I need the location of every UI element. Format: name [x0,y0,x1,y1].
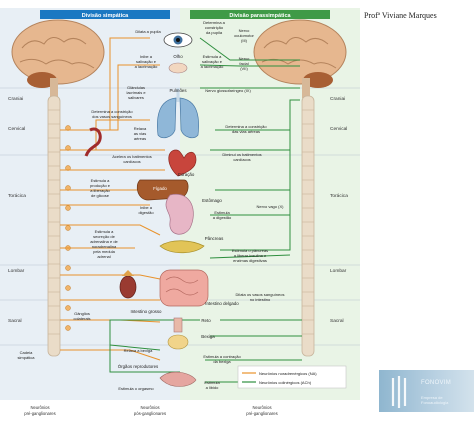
effect-line: enzimas digestivas [233,258,267,263]
effect-line: no intestino [250,297,271,302]
region-label: Lombar [8,268,25,274]
bottom-label: Neurônios [30,405,49,410]
region-label: Sacral [330,318,344,324]
effect-line: salivares [128,95,144,100]
logo-word: FONOVIM [421,380,451,386]
spinal-cord-left-icon [48,96,60,356]
organ-label-stomach: Estômago [202,198,222,203]
organ-label-liver: Fígado [153,186,167,191]
effect-line: cardíacos [123,159,140,164]
logo-mark-icon [379,370,419,412]
organ-label-rectum: Reto [201,318,211,323]
region-label: Sacral [8,318,22,324]
effect-line: (VII) [240,66,248,71]
effect-line: adrenal [97,254,110,259]
spinal-cord-right-icon [302,96,314,356]
effect-line: dos vasos sanguíneos [92,114,132,119]
bottom-label: pós-ganglionares [134,411,166,416]
fonovim-logo: FONOVIM Empresa de Fonoaudiologia [379,370,474,412]
effect-vagus: Nervo vago (X) [257,204,285,209]
legend-cholinergic: Neurônios colinérgicos (ACh) [259,380,312,385]
effect-line: digestão [138,210,154,215]
bottom-label: Neurônios [140,405,159,410]
sympathetic-title: Divisão simpática [82,13,129,19]
effect-line: a lacrimação [135,64,158,69]
effect-glossopharyngeal: Nervo glossofaríngeo (IX) [205,88,251,93]
effect-line: (III) [241,38,248,43]
organ-label-eye: Olho [173,54,183,59]
legend: Neurônios noradrenérgicos (NA) Neurônios… [238,366,346,388]
effect-orgasm: Estimula o orgasmo [118,386,154,391]
legend-noradrenergic: Neurônios noradrenérgicos (NA) [259,371,317,376]
region-label: Craniai [330,96,345,102]
region-label: Torácica [330,193,348,199]
region-label: Cervical [330,126,347,132]
intestine-icon [160,270,208,306]
stomach-icon [166,194,193,234]
bottom-label: pré-ganglionares [24,411,55,416]
organ-label-heart: Coração [178,172,195,177]
effect-dilate-pupil: Dilata a pupila [135,29,161,34]
effect-line: da pupila [206,30,223,35]
organ-label-reproductive: Órgãos reprodutores [118,364,159,369]
rectum-icon [174,318,182,332]
glands-icon [169,63,187,73]
effect-line: a digestão [213,215,232,220]
logo-subtitle: Empresa de Fonoaudiologia [421,396,448,405]
organ-label-pancreas: Pâncreas [205,236,224,241]
region-label: Craniai [8,96,23,102]
effect-line: das vias aéreas [232,129,260,134]
effect-line: colaterais [73,316,90,321]
organ-label-large-intestine: Intestino grosso [131,309,163,314]
effect-line: simpática [18,355,36,360]
parasympathetic-title: Divisão parassimpática [229,13,291,19]
organ-label-intestine: Intestino delgado [205,301,239,306]
organ-label-bladder: Bexiga [201,334,215,339]
logo-subtitle-line: Fonoaudiologia [421,401,448,406]
effect-line: cardíacos [233,157,250,162]
effect-line: a libido [206,385,219,390]
effect-line: de glicose [91,193,110,198]
effect-line: aéreas [134,136,146,141]
effect-line: da bexiga [213,359,231,364]
organ-label-lungs: Pulmões [169,88,187,93]
region-label: Lombar [330,268,347,274]
author-credit: Profª Viviane Marques [364,11,437,20]
bladder-icon [168,335,188,349]
bottom-label: Neurônios [252,405,271,410]
autonomic-nervous-system-diagram: Divisão simpática Divisão parassimpática [0,0,360,423]
effect-line: a lacrimação [201,64,224,69]
effect-relax-bladder: Relaxa a bexiga [124,348,153,353]
region-label: Cervical [8,126,25,132]
eye-icon [164,33,192,47]
region-label: Torácica [8,193,26,199]
bottom-label: pré-ganglionares [246,411,277,416]
